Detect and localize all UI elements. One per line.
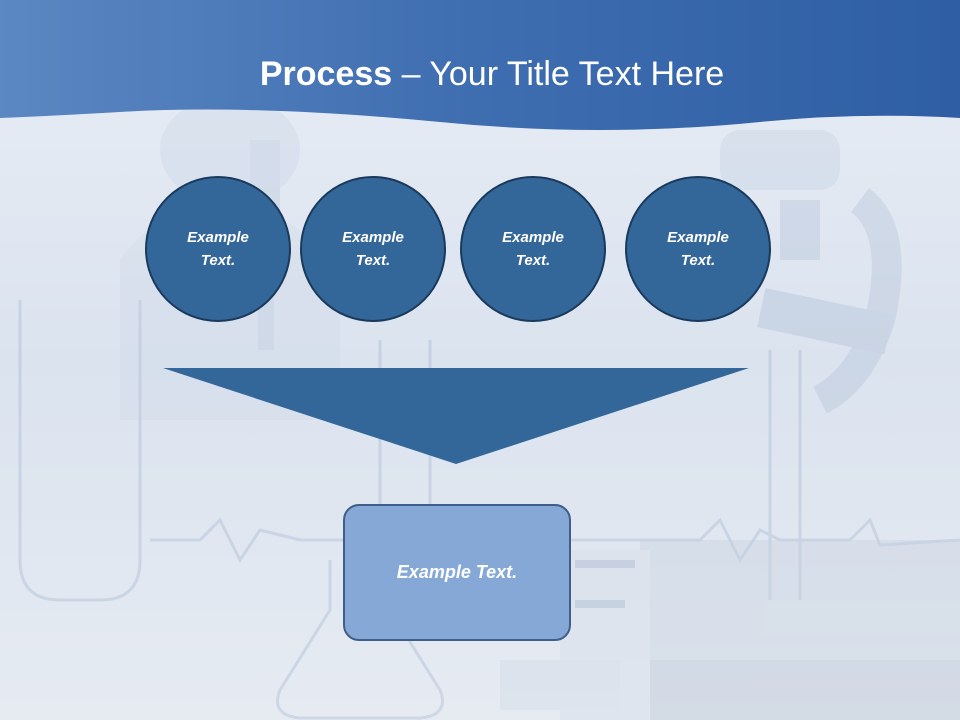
title-rest: – Your Title Text Here <box>392 55 725 93</box>
title-bold: Process <box>259 55 393 93</box>
process-circle-label: Example Text. <box>187 229 249 269</box>
result-box: Example Text. <box>343 504 571 641</box>
process-circle-4: Example Text. <box>625 176 771 322</box>
process-circle-label: Example Text. <box>502 229 564 269</box>
process-circle-3: Example Text. <box>460 176 606 322</box>
process-circle-label: Example Text. <box>342 229 404 269</box>
process-circle-1: Example Text. <box>145 176 291 322</box>
process-circle-2: Example Text. <box>300 176 446 322</box>
result-box-label: Example Text. <box>396 562 518 582</box>
funnel-arrow <box>163 368 749 464</box>
process-circle-label: Example Text. <box>667 229 729 269</box>
slide-title: Process – Your Title Text Here <box>0 50 960 98</box>
